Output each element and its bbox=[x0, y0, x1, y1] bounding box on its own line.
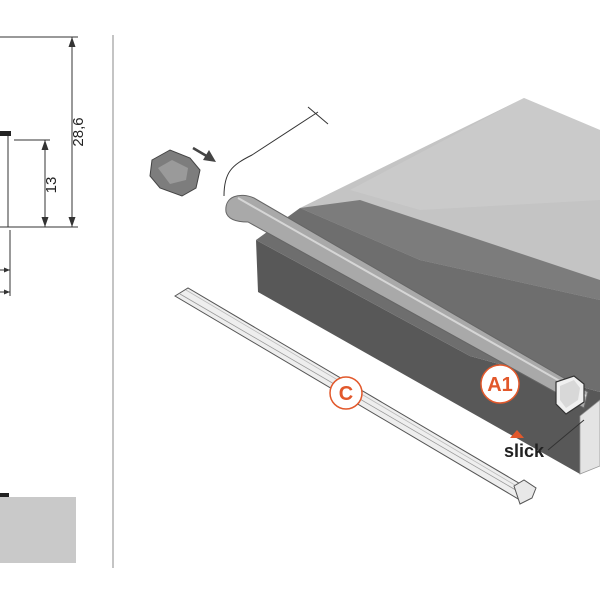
bottom-profile-marker bbox=[0, 493, 9, 497]
slick-pointer-line bbox=[547, 419, 585, 451]
dimension-label-28-6: 28,6 bbox=[70, 117, 87, 146]
panel-top-highlight bbox=[350, 98, 600, 210]
silicone-strip bbox=[225, 194, 589, 409]
small-dim-arrow-2 bbox=[4, 289, 10, 295]
callout-a1-label: A1 bbox=[487, 374, 513, 396]
grey-slab-section bbox=[0, 497, 76, 563]
arrowhead-bottom-13 bbox=[41, 217, 49, 227]
clip-profile-end bbox=[555, 375, 585, 415]
arrowhead-top-28-6 bbox=[68, 37, 76, 47]
dark-profile-top-shade bbox=[300, 200, 600, 300]
callout-a1: A1 bbox=[480, 364, 520, 404]
slick-logo-icon: slick bbox=[504, 430, 545, 461]
strip-lead-tick bbox=[307, 106, 329, 125]
panel-side-face bbox=[579, 399, 600, 475]
end-cap-icon bbox=[149, 149, 201, 197]
isometric-assembly: A1 C slick bbox=[149, 98, 600, 505]
cross-section-drawing: 28,6 13 bbox=[0, 36, 87, 563]
callout-c-label: C bbox=[339, 383, 353, 405]
strip-lead-line bbox=[223, 111, 319, 197]
insert-arrow-icon bbox=[192, 146, 216, 162]
arrowhead-top-13 bbox=[41, 140, 49, 150]
callout-c: C bbox=[329, 376, 363, 410]
arrowhead-bottom-28-6 bbox=[68, 217, 76, 227]
small-dim-arrow-1 bbox=[4, 267, 10, 273]
slick-brand-label: slick bbox=[504, 441, 545, 461]
dimension-label-13: 13 bbox=[43, 177, 60, 194]
silicone-strip-highlight bbox=[237, 197, 587, 397]
profile-top-marker bbox=[0, 131, 11, 136]
dark-profile-front bbox=[256, 240, 600, 474]
